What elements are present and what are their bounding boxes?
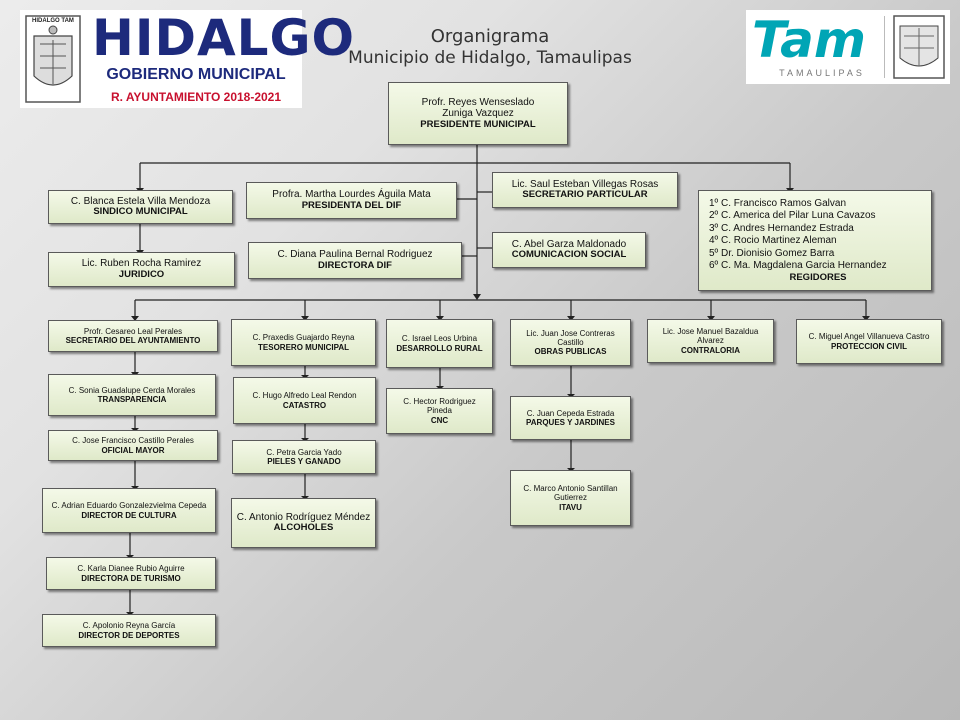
hidalgo-seal-icon — [25, 15, 81, 103]
node-name: Lic. Juan Jose Contreras Castillo — [526, 328, 615, 347]
node-desarrollo-rural[interactable]: C. Israel Leos Urbina DESARROLLO RURAL — [386, 319, 493, 368]
node-role: SECRETARIO PARTICULAR — [522, 189, 648, 201]
hidalgo-logo: HIDALGO TAM HIDALGO GOBIERNO MUNICIPAL R… — [20, 9, 356, 108]
node-sindico-municipal[interactable]: C. Blanca Estela Villa Mendoza SINDICO M… — [48, 190, 233, 224]
node-director-deportes[interactable]: C. Apolonio Reyna García DIRECTOR DE DEP… — [42, 614, 216, 647]
node-role: JURIDICO — [118, 268, 165, 280]
node-name: C. Miguel Angel Villanueva Castro — [808, 332, 930, 342]
node-name: C. Apolonio Reyna García — [82, 621, 176, 631]
node-regidores[interactable]: 1º C. Francisco Ramos Galvan 2º C. Ameri… — [698, 190, 932, 291]
node-role: REGIDORES — [789, 271, 847, 283]
node-name: Profr. Reyes Wenseslado Zuniga Vazquez — [421, 96, 535, 120]
node-name: C. Diana Paulina Bernal Rodriguez — [277, 249, 433, 261]
node-role: ALCOHOLES — [273, 522, 334, 534]
node-role: PRESIDENTA DEL DIF — [301, 199, 402, 211]
node-name: C. Antonio Rodríguez Méndez — [236, 511, 371, 523]
node-name: Lic. Jose Manuel Bazaldua Alvarez — [662, 327, 759, 346]
node-name: C. Petra Garcia Yado — [266, 447, 342, 457]
node-role: COMUNICACION SOCIAL — [511, 249, 627, 261]
node-name: C. Karla Dianee Rubio Aguirre — [77, 564, 185, 574]
node-role: DIRECTOR DE CULTURA — [81, 510, 177, 520]
node-secretario-particular[interactable]: Lic. Saul Esteban Villegas Rosas SECRETA… — [492, 172, 678, 208]
node-presidenta-dif[interactable]: Profra. Martha Lourdes Águila Mata PRESI… — [246, 182, 457, 219]
node-obras-publicas[interactable]: Lic. Juan Jose Contreras Castillo OBRAS … — [510, 319, 631, 366]
node-name: C. Sonia Guadalupe Cerda Morales — [68, 385, 196, 395]
node-role: SECRETARIO DEL AYUNTAMIENTO — [65, 336, 201, 345]
node-parques-jardines[interactable]: C. Juan Cepeda Estrada PARQUES Y JARDINE… — [510, 396, 631, 440]
node-name: C. Israel Leos Urbina — [401, 334, 478, 344]
gobierno-municipal-text: GOBIERNO MUNICIPAL — [106, 66, 286, 83]
logo-divider — [884, 16, 885, 78]
node-role: DIRECTOR DE DEPORTES — [78, 630, 180, 640]
node-name: Profra. Martha Lourdes Águila Mata — [272, 189, 431, 201]
regidor-item: 2º C. America del Pilar Luna Cavazos — [709, 210, 876, 222]
node-role: OFICIAL MAYOR — [101, 445, 165, 455]
ayuntamiento-text: R. AYUNTAMIENTO 2018-2021 — [110, 90, 282, 104]
node-name: Profr. Cesareo Leal Perales — [83, 326, 183, 336]
node-oficial-mayor[interactable]: C. Jose Francisco Castillo Perales OFICI… — [48, 430, 218, 461]
node-role: PARQUES Y JARDINES — [526, 418, 615, 427]
tam-brand: Tam — [752, 11, 867, 69]
node-name: C. Blanca Estela Villa Mendoza — [70, 195, 211, 207]
node-name: Lic. Ruben Rocha Ramirez — [81, 258, 202, 270]
node-role: DIRECTORA DE TURISMO — [81, 573, 181, 583]
node-cnc[interactable]: C. Hector Rodriguez Pineda CNC — [386, 388, 493, 434]
page-title: Organigrama — [430, 26, 550, 47]
node-pieles-ganado[interactable]: C. Petra Garcia Yado PIELES Y GANADO — [232, 440, 376, 474]
regidor-item: 3º C. Andres Hernandez Estrada — [709, 222, 854, 234]
tamaulipas-logo: Tam TAMAULIPAS — [746, 10, 950, 84]
node-role: DESARROLLO RURAL — [396, 343, 483, 353]
regidor-item: 5º Dr. Dionisio Gomez Barra — [709, 247, 835, 259]
node-name: C. Hugo Alfredo Leal Rendon — [252, 391, 357, 401]
node-role: CNC — [430, 415, 449, 425]
node-name: C. Praxedis Guajardo Reyna — [252, 333, 355, 343]
node-name: C. Hector Rodriguez Pineda — [403, 397, 476, 416]
node-role: OBRAS PUBLICAS — [534, 347, 607, 357]
node-role: SINDICO MUNICIPAL — [93, 206, 188, 218]
node-presidente-municipal[interactable]: Profr. Reyes Wenseslado Zuniga Vazquez P… — [388, 82, 568, 145]
regidor-item: 6º C. Ma. Magdalena Garcia Hernandez — [709, 260, 887, 272]
node-role: PIELES Y GANADO — [267, 457, 341, 466]
node-name: C. Abel Garza Maldonado — [511, 238, 627, 250]
node-name: C. Marco Antonio Santillan Gutierrez — [523, 484, 618, 503]
regidor-item: 4º C. Rocio Martinez Aleman — [709, 235, 837, 247]
node-director-cultura[interactable]: C. Adrian Eduardo Gonzalezvielma Cepeda … — [42, 488, 216, 533]
node-role: PROTECCION CIVIL — [830, 341, 907, 351]
regidor-item: 1º C. Francisco Ramos Galvan — [709, 197, 847, 209]
node-name: C. Juan Cepeda Estrada — [526, 408, 615, 418]
node-directora-turismo[interactable]: C. Karla Dianee Rubio Aguirre DIRECTORA … — [46, 557, 216, 590]
hidalgo-brand: HIDALGO — [92, 9, 356, 67]
node-comunicacion-social[interactable]: C. Abel Garza Maldonado COMUNICACION SOC… — [492, 232, 646, 268]
tamaulipas-text: TAMAULIPAS — [779, 68, 865, 78]
node-role: DIRECTORA DIF — [318, 259, 392, 271]
node-proteccion-civil[interactable]: C. Miguel Angel Villanueva Castro PROTEC… — [796, 319, 942, 364]
node-tesorero-municipal[interactable]: C. Praxedis Guajardo Reyna TESORERO MUNI… — [231, 319, 376, 366]
node-role: TESORERO MUNICIPAL — [258, 342, 349, 352]
node-itavu[interactable]: C. Marco Antonio Santillan Gutierrez ITA… — [510, 470, 631, 526]
node-juridico[interactable]: Lic. Ruben Rocha Ramirez JURIDICO — [48, 252, 235, 287]
node-secretario-ayuntamiento[interactable]: Profr. Cesareo Leal Perales SECRETARIO D… — [48, 320, 218, 352]
node-name: C. Jose Francisco Castillo Perales — [72, 436, 194, 446]
node-directora-dif[interactable]: C. Diana Paulina Bernal Rodriguez DIRECT… — [248, 242, 462, 279]
node-alcoholes[interactable]: C. Antonio Rodríguez Méndez ALCOHOLES — [231, 498, 376, 548]
page-subtitle: Municipio de Hidalgo, Tamaulipas — [348, 48, 632, 68]
node-name: Lic. Saul Esteban Villegas Rosas — [511, 178, 659, 190]
node-name: C. Adrian Eduardo Gonzalezvielma Cepeda — [51, 501, 207, 511]
node-transparencia[interactable]: C. Sonia Guadalupe Cerda Morales TRANSPA… — [48, 374, 216, 416]
node-role: PRESIDENTE MUNICIPAL — [420, 118, 536, 130]
seal-caption: HIDALGO TAM — [32, 18, 74, 24]
node-role: ITAVU — [559, 502, 582, 512]
tamaulipas-shield-icon — [893, 15, 945, 79]
node-catastro[interactable]: C. Hugo Alfredo Leal Rendon CATASTRO — [233, 377, 376, 424]
node-role: TRANSPARENCIA — [97, 395, 167, 404]
node-role: CONTRALORIA — [680, 345, 741, 355]
node-contraloria[interactable]: Lic. Jose Manuel Bazaldua Alvarez CONTRA… — [647, 319, 774, 363]
node-role: CATASTRO — [282, 400, 327, 410]
